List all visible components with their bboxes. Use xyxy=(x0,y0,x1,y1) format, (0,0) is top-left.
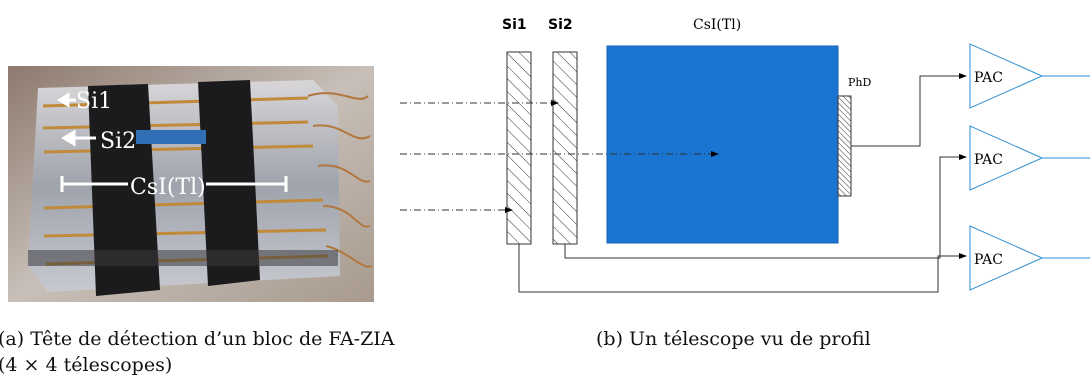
particle-tracks xyxy=(400,100,719,213)
photo-csi-label: CsI(Tl) xyxy=(130,175,206,200)
photo-si2-label: Si2 xyxy=(100,129,136,154)
diagram-si1-label: Si1 xyxy=(502,17,527,33)
pac-label-1: PAC xyxy=(974,70,1003,86)
signal-wires xyxy=(518,73,967,293)
si2-detector xyxy=(552,51,578,245)
detector-photo-illustration: Si1 Si2 CsI(Tl) xyxy=(8,66,374,302)
detector-head-photo: Si1 Si2 CsI(Tl) xyxy=(8,66,374,302)
photodiode xyxy=(837,95,852,197)
photo-si1-label: Si1 xyxy=(76,89,112,114)
caption-a: (a) Tête de détection d’un bloc de FA-ZI… xyxy=(0,328,395,376)
pac-label-2: PAC xyxy=(974,152,1003,168)
pac-amplifier-1: PAC xyxy=(969,43,1044,109)
pac-amplifier-3: PAC xyxy=(969,225,1044,291)
phd-label: PhD xyxy=(848,76,871,89)
pac-amplifier-2: PAC xyxy=(969,125,1044,191)
pac-label-3: PAC xyxy=(974,252,1003,268)
diagram-csi-label: CsI(Tl) xyxy=(693,17,741,33)
caption-b: (b) Un télescope vu de profil xyxy=(596,328,871,350)
csi-crystal xyxy=(606,45,839,244)
telescope-profile-diagram: Si1 Si2 CsI(Tl) PhD PAC PAC PAC xyxy=(400,17,1090,293)
si1-detector xyxy=(506,51,532,245)
pac-outputs xyxy=(1042,75,1090,259)
diagram-si2-label: Si2 xyxy=(548,17,573,33)
